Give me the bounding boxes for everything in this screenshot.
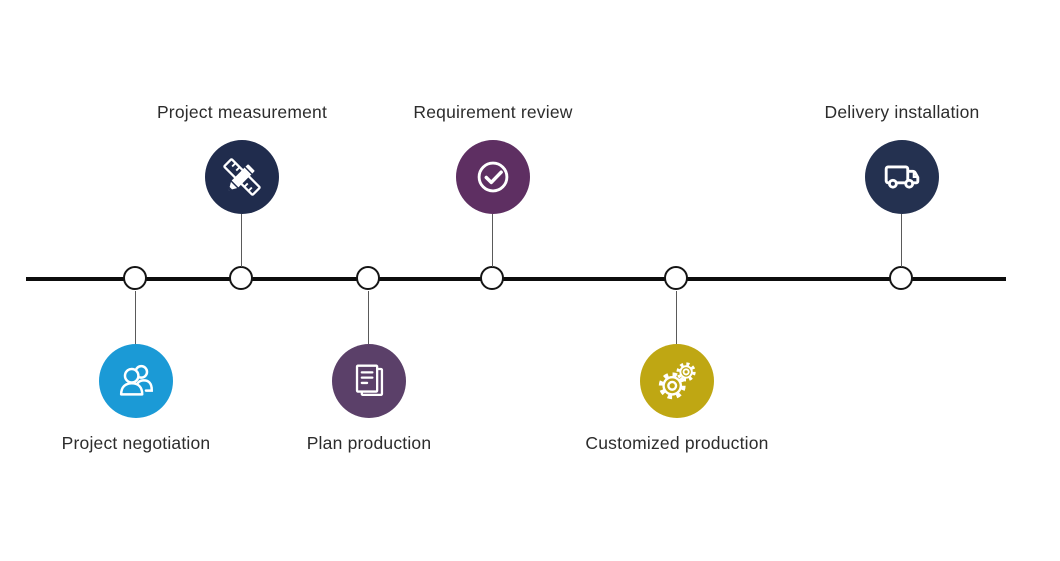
node-label: Delivery installation [824, 102, 980, 122]
node-label: Plan production [306, 433, 432, 453]
node-connector [901, 214, 903, 267]
node-label: Requirement review [413, 102, 573, 122]
node-connector [135, 291, 137, 344]
timeline-dot [664, 266, 688, 290]
document-icon [355, 364, 384, 397]
node-badge [205, 140, 279, 214]
timeline-dot [889, 266, 913, 290]
node-badge [456, 140, 530, 214]
node-connector [241, 214, 243, 267]
node-connector [676, 291, 678, 344]
timeline-dot [356, 266, 380, 290]
truck-icon [884, 165, 920, 189]
check-circle-icon [477, 161, 509, 193]
timeline-line [26, 277, 1006, 281]
node-label: Customized production [585, 433, 769, 453]
people-icon [119, 364, 153, 396]
timeline-dot [229, 266, 253, 290]
ruler-pencil-icon [223, 158, 261, 196]
gears-icon [658, 362, 696, 400]
timeline-dot [123, 266, 147, 290]
node-badge [640, 344, 714, 418]
node-badge [99, 344, 173, 418]
node-connector [492, 214, 494, 267]
node-badge [332, 344, 406, 418]
node-label: Project measurement [156, 102, 328, 122]
node-label: Project negotiation [61, 433, 211, 453]
node-badge [865, 140, 939, 214]
timeline-dot [480, 266, 504, 290]
node-connector [368, 291, 370, 344]
